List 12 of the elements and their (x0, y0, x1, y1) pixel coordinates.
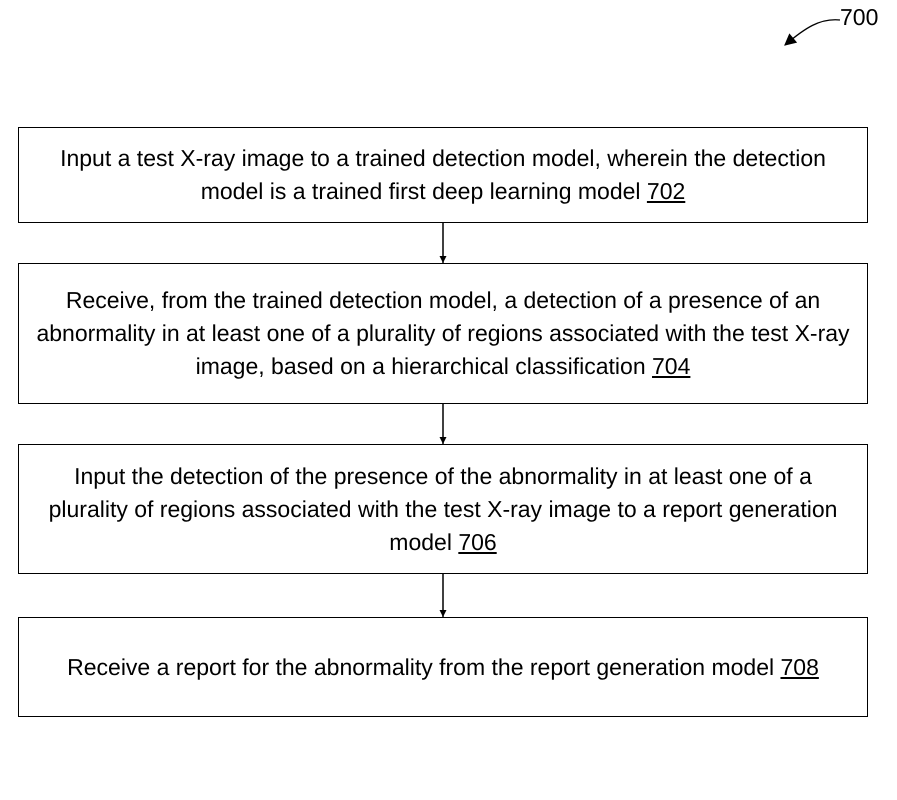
process-box (18, 617, 868, 717)
step-text: Input the detection of the presence of the abnormality in at least one of a plurality of regions associated with the test X-ray image to a report generation model 706 (48, 462, 838, 556)
arrow (440, 223, 446, 263)
arrow (440, 574, 446, 617)
process-box (18, 263, 868, 404)
step-text: Receive a report for the abnormality from the report generation model 708 (67, 652, 819, 682)
reference-numeral: 700 (840, 4, 878, 31)
process-box (18, 127, 868, 223)
arrow (440, 404, 446, 444)
step-text: Input a test X-ray image to a trained detection model, wherein the detection model is a trained first deep learning model 702 (59, 144, 827, 206)
process-box (18, 444, 868, 574)
step-text: Receive, from the trained detection model, a detection of a presence of an abnormality in at least one of a plurality of regions associated with the test X-ray image, based on a hierarchical classification 704 (35, 286, 851, 381)
